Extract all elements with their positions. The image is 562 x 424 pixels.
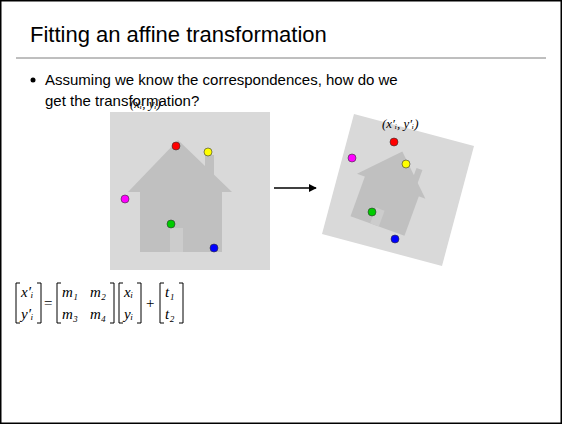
vector-entry: t₂ (165, 305, 174, 323)
feature-point (172, 142, 180, 150)
house-body (140, 190, 222, 252)
house-chimney (411, 168, 423, 186)
feature-point (391, 235, 399, 243)
point-label: (xᵢ, yᵢ) (130, 96, 161, 112)
point-label: (x′ᵢ, y′ᵢ) (382, 116, 419, 132)
feature-point (348, 154, 356, 162)
house (343, 140, 438, 239)
vector-entry: y′ᵢ (21, 305, 33, 323)
matrix-entry: m₄ (90, 305, 106, 323)
feature-point (204, 148, 212, 156)
vector-entry: yᵢ (124, 305, 133, 323)
bullet-text: Assuming we know the correspondences, ho… (45, 69, 415, 111)
bracket (119, 283, 123, 323)
operator: + (146, 294, 154, 312)
house-roof (128, 140, 232, 192)
title-rule (16, 58, 546, 59)
feature-point (210, 244, 218, 252)
house-body (351, 175, 420, 235)
feature-point (121, 195, 129, 203)
matrix-entry: m₃ (62, 305, 78, 323)
matrix-entry: m₁ (62, 283, 78, 301)
feature-point (402, 160, 410, 168)
bracket (137, 283, 141, 323)
matrix-entry: m₂ (90, 283, 106, 301)
image-ground (322, 114, 474, 266)
bracket (16, 283, 20, 323)
operator: = (44, 294, 52, 312)
vector-entry: t₁ (165, 283, 174, 301)
vector-entry: xᵢ (124, 283, 133, 301)
house-chimney (205, 155, 214, 179)
bracket (57, 283, 61, 323)
bracket (37, 283, 41, 323)
matrix-brackets (16, 283, 183, 323)
slide-title: Fitting an affine transformation (30, 22, 327, 48)
image-illustration (110, 96, 270, 270)
feature-point (368, 208, 376, 216)
feature-point (390, 138, 398, 146)
vector-entry: x′ᵢ (21, 283, 33, 301)
house-door (170, 228, 183, 252)
image-illustration (318, 110, 478, 270)
feature-point (167, 220, 175, 228)
image-ground (110, 112, 270, 270)
transform-arrow (274, 187, 316, 188)
image-panel: (xᵢ, yᵢ) (110, 96, 270, 270)
bracket (110, 283, 114, 323)
bracket (179, 283, 183, 323)
bracket (160, 283, 164, 323)
image-panel: (x′ᵢ, y′ᵢ) (318, 110, 478, 270)
bullet-dot (31, 78, 36, 83)
house (128, 140, 232, 252)
